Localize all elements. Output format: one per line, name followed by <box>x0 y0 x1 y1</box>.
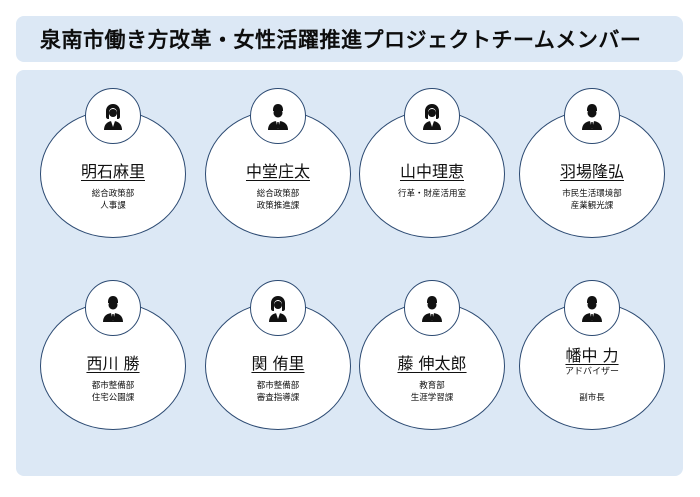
member-name: 関 侑里 <box>251 354 305 373</box>
male-person-icon <box>564 88 620 144</box>
member-card: 藤 伸太郎 教育部生涯学習課 <box>359 280 509 430</box>
member-name: 山中理恵 <box>399 162 464 181</box>
member-department: 市民生活環境部産業観光課 <box>562 189 622 211</box>
female-person-icon <box>85 88 141 144</box>
member-card: 中堂庄太 総合政策部政策推進課 <box>205 88 355 238</box>
members-panel: 明石麻里 総合政策部人事課 中堂庄太 総合政策部政策推進課 山中理恵 行革・財産… <box>16 70 683 476</box>
male-person-icon <box>404 280 460 336</box>
member-name: 西川 勝 <box>86 354 140 373</box>
member-department: 都市整備部住宅公園課 <box>91 381 135 403</box>
member-department: 教育部生涯学習課 <box>410 381 454 403</box>
male-person-icon <box>85 280 141 336</box>
member-card: 明石麻里 総合政策部人事課 <box>40 88 190 238</box>
member-department: 総合政策部人事課 <box>91 189 135 211</box>
member-name: 中堂庄太 <box>245 162 310 181</box>
member-department: 総合政策部政策推進課 <box>256 189 300 211</box>
female-person-icon <box>250 280 306 336</box>
member-name: 羽場隆弘 <box>559 162 624 181</box>
male-person-icon <box>250 88 306 144</box>
member-name: 藤 伸太郎 <box>397 354 467 373</box>
member-department: 行革・財産活用室 <box>397 189 466 199</box>
page-title: 泉南市働き方改革・女性活躍推進プロジェクトチームメンバー <box>40 28 642 52</box>
member-card: 関 侑里 都市整備部審査指導課 <box>205 280 355 430</box>
member-name: 明石麻里 <box>80 162 145 181</box>
male-person-icon <box>564 280 620 336</box>
female-person-icon <box>404 88 460 144</box>
member-department: 副市長 <box>579 393 605 403</box>
member-card: 幡中 力 アドバイザー 副市長 <box>519 280 669 430</box>
member-role: アドバイザー <box>564 367 619 377</box>
member-card: 羽場隆弘 市民生活環境部産業観光課 <box>519 88 669 238</box>
member-card: 山中理恵 行革・財産活用室 <box>359 88 509 238</box>
member-department: 都市整備部審査指導課 <box>256 381 300 403</box>
member-name: 幡中 力 <box>565 346 619 365</box>
title-bar: 泉南市働き方改革・女性活躍推進プロジェクトチームメンバー <box>16 16 683 62</box>
member-card: 西川 勝 都市整備部住宅公園課 <box>40 280 190 430</box>
